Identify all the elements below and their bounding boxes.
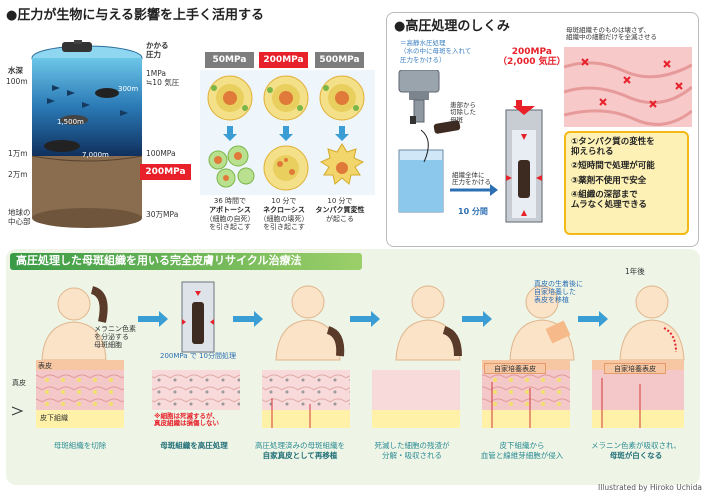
pressure-header: かかる 圧力 bbox=[146, 41, 169, 59]
depth-7000m: 7,000m bbox=[82, 151, 109, 159]
tissue-cells-illustration bbox=[564, 47, 692, 127]
graft-note: 真皮の生着後に 自家培養した 表皮を移植 bbox=[534, 280, 583, 305]
step-arrow-1 bbox=[138, 311, 168, 327]
cell-pressure-illustrations bbox=[200, 70, 375, 195]
depth-earth-core: 地球の 中心部 bbox=[8, 208, 31, 226]
column-500mpa-caption: 10 分で タンパク質変性 が起こる bbox=[315, 197, 365, 223]
pressure-100mpa: 100MPa bbox=[146, 149, 176, 158]
step-6-caption: メラニン色素が吸収され、母斑が白くなる bbox=[590, 441, 682, 460]
cell-cluster-healthy-3 bbox=[319, 75, 365, 121]
benefit-3: ③薬剤不使用で安全 bbox=[571, 175, 647, 186]
apply-pressure-note: 組織全体に 圧力をかける bbox=[452, 171, 491, 187]
step-1-caption: 母斑組織を切除 bbox=[53, 441, 107, 450]
ocean-depth-cylinder bbox=[31, 40, 143, 228]
melanin-cell-note: メラニン色素 を分泌する 母斑細胞 bbox=[94, 325, 136, 350]
column-200mpa-label: 200MPa bbox=[259, 52, 308, 68]
step-arrow-4 bbox=[462, 311, 492, 327]
dead-cells-note: ※細胞は死滅するが、 真皮組織は損傷しない bbox=[154, 412, 219, 428]
column-500mpa-label: 500MPa bbox=[315, 52, 364, 68]
layer-dermis-label: 真皮 bbox=[12, 379, 26, 387]
depth-1500m: 1,500m bbox=[57, 118, 84, 126]
pressure-200mpa-badge: 200MPa bbox=[140, 164, 191, 180]
column-50mpa-label: 50MPa bbox=[205, 52, 254, 68]
cell-protein-denature bbox=[319, 143, 365, 185]
depth-20000m: 2万m bbox=[8, 170, 28, 179]
pressure-vessel-illustration bbox=[398, 70, 543, 223]
scissors-icon bbox=[11, 406, 24, 416]
cell-cluster-healthy-2 bbox=[263, 75, 309, 121]
step-2-caption: 母斑組織を高圧処理 bbox=[160, 441, 228, 450]
device-note: ＝高静水圧処理 （水の中に母斑を入れて 圧力をかける） bbox=[400, 39, 472, 64]
step-arrow-2 bbox=[233, 311, 263, 327]
layer-epidermis-label: 表皮 bbox=[38, 362, 52, 370]
duration-10min: 10 分間 bbox=[458, 207, 488, 216]
depth-10000m: 1万m bbox=[8, 149, 28, 158]
benefit-2: ②短時間で処理が可能 bbox=[571, 161, 655, 172]
pressure-1mpa: 1MPa ≒10 気圧 bbox=[146, 69, 180, 87]
pressure-300000mpa: 30万MPa bbox=[146, 210, 179, 219]
step-arrow-5 bbox=[578, 311, 608, 327]
step-4-caption: 死滅した細胞の残渣が 分解・吸収される bbox=[374, 441, 450, 460]
tissue-note: 母斑組織そのものは壊さず、 組織中の細胞だけを全滅させる bbox=[566, 26, 657, 42]
cut-nevus-note: 患部から 切除した 母斑 bbox=[450, 101, 476, 124]
cell-apoptosis bbox=[208, 145, 255, 188]
pressure-200mpa-label: 200MPa （2,000 気圧） bbox=[498, 47, 566, 68]
depth-300m: 300m bbox=[118, 85, 139, 93]
section3-title-banner bbox=[10, 253, 362, 270]
layer-subcutis-label: 皮下組織 bbox=[40, 414, 68, 422]
column-200mpa-caption: 10 分で ネクローシス （細胞の壊死） を引き起こす bbox=[259, 197, 309, 232]
one-year-later: 1年後 bbox=[625, 267, 645, 276]
step-arrow-3 bbox=[350, 311, 380, 327]
section1-title: ●圧力が生物に与える影響を上手く活用する bbox=[6, 8, 264, 23]
high-pressure-benefits-list: ①タンパク質の変性を 抑えられる ②短時間で処理が可能 ③薬剤不使用で安全 ④組… bbox=[564, 131, 689, 235]
benefit-1: ①タンパク質の変性を 抑えられる bbox=[571, 137, 655, 158]
cell-necrosis bbox=[263, 145, 309, 191]
graft-tag-step6: 自家培養表皮 bbox=[604, 363, 666, 374]
cell-cluster-healthy-1 bbox=[207, 75, 253, 121]
illustrator-credit: Illustrated by Hiroko Uchida bbox=[598, 483, 703, 492]
section3-title: 高圧処理した母斑組織を用いる完全皮膚リサイクル治療法 bbox=[16, 254, 302, 267]
benefit-4: ④組織の深部まで ムラなく処理できる bbox=[571, 189, 647, 210]
patient-illustrations bbox=[41, 281, 685, 361]
step-5-caption: 皮下組織から 血管と線維芽細胞が侵入 bbox=[480, 441, 564, 460]
step-3-caption: 高圧処理済みの母斑組織を自家真皮として再移植 bbox=[255, 441, 345, 460]
depth-100m: 100m bbox=[6, 77, 28, 86]
process-note: 200MPa で 10分間処理 bbox=[160, 352, 236, 360]
skin-cross-sections bbox=[11, 360, 684, 428]
column-50mpa-caption: 36 時間で アポトーシス （細胞の自死） を引き起こす bbox=[205, 197, 255, 232]
section2-title: ●高圧処理のしくみ bbox=[394, 19, 510, 34]
depth-header: 水深 bbox=[8, 66, 23, 75]
graft-tag-step5: 自家培養表皮 bbox=[484, 363, 546, 374]
